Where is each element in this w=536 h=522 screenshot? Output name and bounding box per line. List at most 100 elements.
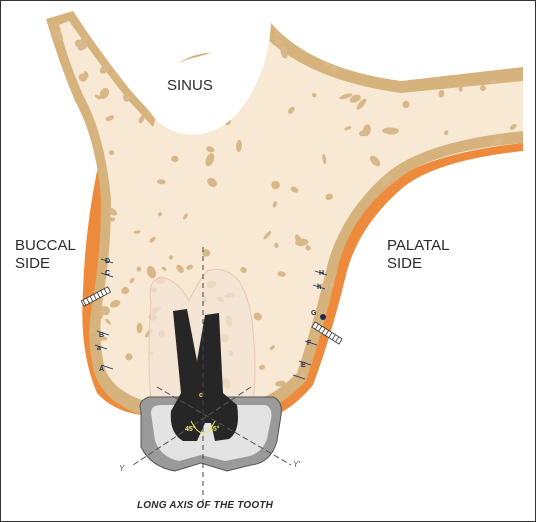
trabecula-blob xyxy=(161,266,167,271)
trabecula-blob xyxy=(382,174,392,186)
buccal-side-label: BUCCAL SIDE xyxy=(15,237,76,273)
trabecula-blob xyxy=(38,143,46,151)
trabecula-blob xyxy=(353,22,358,27)
trabecula-blob xyxy=(473,338,479,345)
trabecula-blob xyxy=(419,322,432,331)
trabecula-blob xyxy=(108,406,114,414)
trabecula-blob xyxy=(79,185,85,192)
trabecula-blob xyxy=(377,401,385,411)
trabecula-blob xyxy=(83,71,89,78)
angle-arc-right xyxy=(202,420,216,434)
trabecula-blob xyxy=(449,208,462,216)
trabecula-blob xyxy=(146,266,157,279)
trabecula-blob xyxy=(325,193,334,200)
trabecula-blob xyxy=(303,27,311,34)
trabecula-blob xyxy=(375,325,387,334)
trabecula-blob xyxy=(507,267,514,273)
point-label-b: B xyxy=(99,332,104,339)
trabecula-blob xyxy=(344,126,352,131)
trabecula-blob xyxy=(439,197,447,205)
trabecula-blob xyxy=(156,179,166,185)
y-axis-line-left xyxy=(132,386,252,466)
trabecula-blob xyxy=(366,64,379,71)
trabecula-blob xyxy=(416,300,424,308)
trabecula-blob xyxy=(447,229,457,235)
trabecula-blob xyxy=(455,346,464,355)
trabecula-blob xyxy=(311,92,317,98)
y-axis-label-right: Y' xyxy=(293,460,300,469)
trabecula-blob xyxy=(473,234,487,244)
palatal-label-line1: PALATAL xyxy=(387,237,450,254)
trabecula-blob xyxy=(79,139,88,147)
trabecula-blob xyxy=(240,267,247,273)
trabecula-blob xyxy=(395,315,400,322)
trabecula-blob xyxy=(295,238,309,247)
trabecula-blob xyxy=(363,235,369,242)
trabecula-blob xyxy=(412,188,424,197)
trabecula-blob xyxy=(460,287,470,299)
trabecula-blob xyxy=(365,269,377,275)
point-label-g-upper: h xyxy=(317,284,321,291)
trabecula-blob xyxy=(508,315,522,324)
trabecula-blob xyxy=(380,387,384,396)
trabecula-blob xyxy=(458,83,463,92)
sinus-label: SINUS xyxy=(167,77,213,94)
trabecula-blob xyxy=(318,283,327,288)
trabecula-blob xyxy=(322,153,327,165)
trabecula-blob xyxy=(378,254,384,259)
trabecula-blob xyxy=(274,242,279,248)
trabecula-blob xyxy=(88,180,95,186)
trabecula-blob xyxy=(250,24,256,30)
y-axis-line-right xyxy=(156,386,292,466)
palatal-point-dot xyxy=(320,314,326,320)
trabecula-blob xyxy=(329,282,335,288)
trabecula-blob xyxy=(491,339,499,345)
trabecula-blob xyxy=(339,93,353,100)
trabecula-blob xyxy=(105,115,115,121)
trabecula-blob xyxy=(501,385,511,398)
trabecula-blob xyxy=(349,94,361,103)
trabecula-blob xyxy=(269,345,275,350)
trabecula-blob xyxy=(500,334,510,347)
trabecula-blob xyxy=(65,119,72,129)
trabecula-blob xyxy=(490,54,498,59)
trabecula-blob xyxy=(99,63,111,74)
trabecula-blob xyxy=(186,264,193,270)
trabecula-blob xyxy=(108,217,116,222)
trabecula-blob xyxy=(53,103,59,117)
trabecula-blob xyxy=(138,115,145,124)
trabecula-blob xyxy=(129,277,135,284)
trabecula-blob xyxy=(510,187,523,197)
trabecula-blob xyxy=(202,249,211,257)
trabecula-blob xyxy=(386,60,398,69)
trabecula-blob xyxy=(298,37,303,47)
trabecula-blob xyxy=(462,183,471,192)
trabecula-blob xyxy=(518,24,523,29)
trabecula-blob xyxy=(469,238,478,248)
buccal-implant-marker xyxy=(80,286,112,307)
trabecula-blob xyxy=(158,211,162,217)
trabecula-blob xyxy=(362,388,369,397)
trabecula-blob xyxy=(65,314,75,321)
trabecula-blob xyxy=(438,89,445,98)
trabecula-blob xyxy=(443,317,454,326)
trabecula-blob xyxy=(431,62,435,69)
trabecula-blob xyxy=(283,413,288,420)
point-label-h: H xyxy=(319,270,324,277)
trabecula-blob xyxy=(173,16,182,26)
trabecula-blob xyxy=(513,197,520,210)
trabecula-blob xyxy=(46,209,47,217)
trabecula-blob xyxy=(55,28,64,42)
trabecula-blob xyxy=(274,38,282,45)
trabecula-blob xyxy=(117,16,123,27)
trabecula-blob xyxy=(46,161,50,168)
long-axis-label: LONG AXIS OF THE TOOTH xyxy=(137,500,274,511)
trabecula-blob xyxy=(46,69,52,77)
trabecula-blob xyxy=(482,29,494,40)
trabecula-blob xyxy=(410,386,418,392)
trabecula-blob xyxy=(468,246,473,251)
trabecula-blob xyxy=(479,85,486,92)
trabecula-blob xyxy=(259,364,265,370)
trabecula-blob xyxy=(462,307,468,313)
angle-label-right: 45° xyxy=(209,425,220,433)
